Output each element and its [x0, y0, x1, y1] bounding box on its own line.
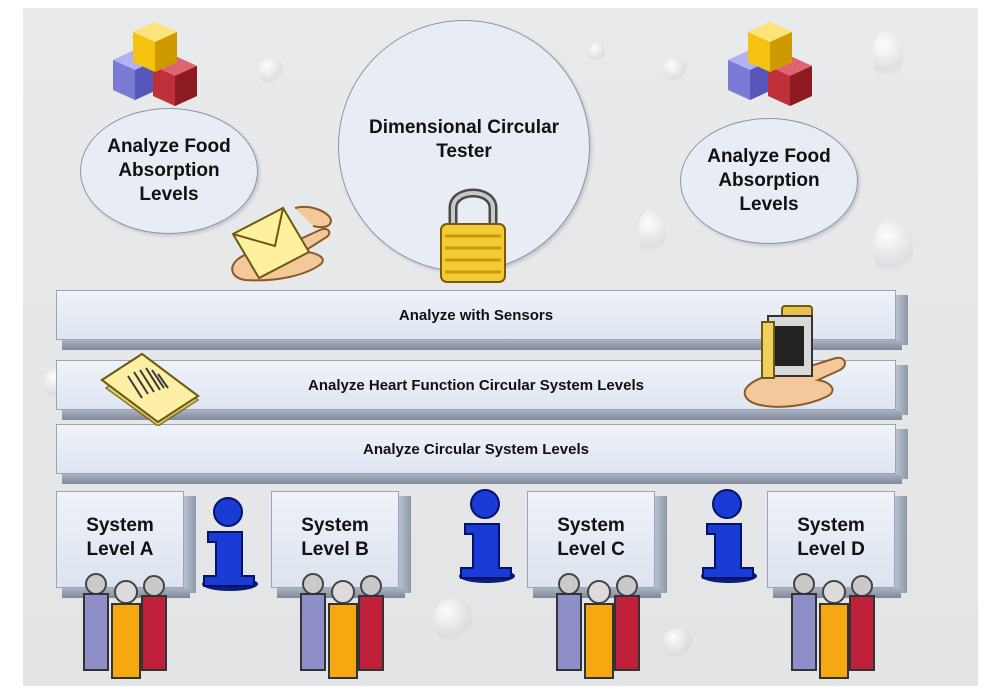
- bar-face: Analyze with Sensors: [56, 290, 896, 340]
- bar-label: Analyze Heart Function Circular System L…: [308, 376, 644, 394]
- box-side: [184, 496, 196, 593]
- background-drop: [638, 208, 666, 258]
- box-side: [399, 496, 411, 593]
- box-face: System Level D: [767, 491, 895, 588]
- box-face: System Level B: [271, 491, 399, 588]
- background-drop: [433, 598, 473, 643]
- people-group-icon: [791, 573, 875, 679]
- circle-label: Analyze Food Absorption Levels: [707, 146, 831, 215]
- system-label: System Level B: [301, 515, 369, 560]
- circular-system-bar: Analyze Circular System Levels: [56, 424, 908, 484]
- bar-label: Analyze Circular System Levels: [363, 440, 589, 458]
- people-group-icon: [556, 573, 640, 679]
- info-person-icon: [459, 489, 515, 583]
- box-face: System Level A: [56, 491, 184, 588]
- system-label: System Level D: [797, 515, 865, 560]
- bar-bottom: [62, 474, 902, 484]
- box-face: System Level C: [527, 491, 655, 588]
- food-absorption-circle-right: Analyze Food Absorption Levels: [680, 118, 858, 244]
- hand-folder-icon: [743, 305, 846, 408]
- background-drop: [588, 43, 606, 61]
- padlock-icon: [440, 188, 506, 283]
- bar-side: [896, 295, 908, 345]
- info-person-icon: [202, 497, 258, 591]
- document-icon: [100, 352, 200, 426]
- system-level-b-box: System Level B: [271, 491, 411, 598]
- background-drop: [258, 58, 284, 84]
- background-drop: [873, 218, 913, 278]
- cubes-icon: [728, 22, 812, 106]
- bar-bottom: [62, 410, 902, 420]
- bar-face: Analyze Circular System Levels: [56, 424, 896, 474]
- system-label: System Level A: [86, 515, 154, 560]
- people-group-icon: [83, 573, 167, 679]
- box-side: [655, 496, 667, 593]
- background-drop: [663, 58, 687, 82]
- background-drop: [663, 628, 693, 658]
- system-label: System Level C: [557, 515, 625, 560]
- bar-label: Analyze with Sensors: [398, 306, 554, 324]
- people-group-icon: [300, 573, 384, 679]
- bar-bottom: [62, 340, 902, 350]
- bar-side: [896, 429, 908, 479]
- circle-label: Dimensional Circular Tester: [368, 117, 560, 162]
- food-absorption-circle-left: Analyze Food Absorption Levels: [80, 108, 258, 234]
- box-side: [895, 496, 907, 593]
- system-level-a-box: System Level A: [56, 491, 196, 598]
- cubes-icon: [113, 22, 197, 106]
- hand-envelope-icon: [231, 206, 333, 282]
- circle-label: Analyze Food Absorption Levels: [107, 136, 231, 205]
- background-drop: [873, 28, 903, 83]
- sensors-bar: Analyze with Sensors: [56, 290, 908, 350]
- info-person-icon: [701, 489, 757, 583]
- bar-side: [896, 365, 908, 415]
